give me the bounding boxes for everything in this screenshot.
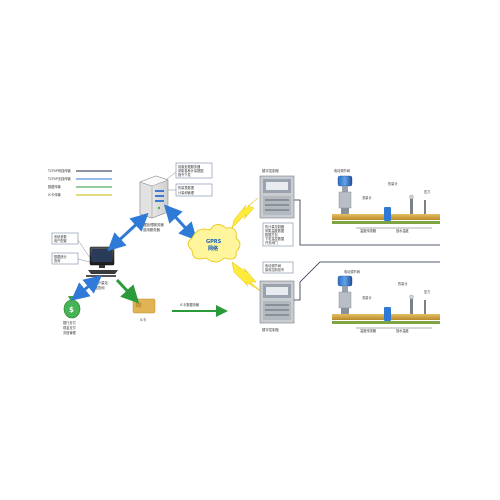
server-group: 前置处理服务器 采集各种计量数据 指令下发 热量表数据 计量和管理 数据处理服务…	[139, 162, 213, 232]
operator-note-2	[51, 252, 79, 265]
legend-item-wired: TCP/IP有线传输	[47, 168, 112, 173]
field-2-label-flow: 流量计	[362, 295, 372, 300]
field-2-top-label: 电动调节阀	[344, 269, 360, 274]
server-note-1-line2: 采集各种计量数据	[178, 168, 204, 173]
operator-group: 系统参数 用户配置 数据统计 查询 管理计量站 数据查询	[51, 232, 118, 290]
legend-item-ic: IC卡传输	[48, 192, 112, 197]
control-valve-icon	[337, 175, 353, 214]
flow-meter-icon	[384, 307, 391, 321]
bank-label-line2: 现金支付	[63, 325, 77, 330]
control-cabinet-icon	[259, 280, 295, 324]
legend-label-wireless: TCP/IP无线传输	[47, 176, 71, 181]
link-cabinet1-field1	[294, 199, 440, 246]
sensor-probe-icon	[410, 298, 413, 314]
money-bag-icon: $	[63, 296, 81, 319]
field-1-label-return: 回水温度	[396, 228, 410, 233]
legend-label-ic: IC卡传输	[48, 192, 62, 197]
operator-note-1	[51, 232, 79, 245]
cabinet-2-note-line1: 电动调节阀	[265, 263, 281, 268]
pipe-return	[332, 321, 440, 324]
operator-note-1-line2: 用户配置	[54, 238, 67, 243]
legend: TCP/IP有线传输 TCP/IP无线传输 数据传输 IC卡传输	[47, 168, 112, 197]
sensor-probe-icon	[410, 198, 413, 214]
cabinet-1-note-line4: 下发温控数据	[265, 236, 285, 241]
cabinet-1-note-line3: 数据打包	[265, 232, 279, 237]
server-note-1-line1: 前置处理服务器	[178, 164, 201, 169]
thermometer-icon	[424, 300, 426, 314]
server-label-line1: 数据处理服务器	[140, 222, 164, 227]
field-1-label-pressure: 压力	[424, 189, 430, 194]
link-cabinet2-field2	[294, 261, 440, 301]
server-icon	[139, 175, 169, 219]
bank-label-line3: 充值管理	[63, 330, 77, 335]
control-cabinet-icon	[259, 175, 295, 219]
legend-label-wired: TCP/IP有线传输	[47, 168, 71, 173]
cabinet-1-note-line2: 采集温度数据	[265, 228, 285, 233]
server-label-line2: 费用服务器	[143, 227, 161, 232]
control-valve-icon	[337, 275, 353, 314]
link-pc-card	[115, 278, 140, 304]
server-note-1	[175, 162, 213, 179]
ic-card-label: IC卡	[140, 317, 147, 322]
bank-group: $ 银行支付 现金支付 充值管理	[63, 296, 81, 335]
operator-note-2-line2: 查询	[54, 258, 60, 263]
legend-label-data: 数据传输	[48, 184, 62, 189]
cabinet-2-title: 楼宇控制柜	[262, 327, 280, 332]
server-note-1-line3: 指令下发	[178, 172, 192, 177]
flow-meter-icon	[384, 207, 391, 221]
cabinet-2-note	[262, 261, 294, 274]
lightning-bolt-icon	[231, 261, 263, 293]
operator-note-1-line1: 系统参数	[54, 234, 68, 239]
field-station-2: 电动调节阀 流量计 热量计 温度传感器 回水温度 压力	[332, 269, 440, 333]
thermometer-icon	[424, 200, 426, 214]
legend-item-wireless: TCP/IP无线传输	[47, 176, 112, 181]
cabinet-1-note-line5: 开关阀门	[265, 240, 278, 245]
server-note-2-line2: 计量和管理	[178, 190, 195, 195]
cabinet-2-note-line2: 接收控制信号	[265, 267, 284, 272]
gprs-cloud: GPRS 网络	[187, 224, 241, 263]
lightning-bolt-icon	[231, 197, 259, 229]
cabinet-2-group: 电动调节阀 接收控制信号 楼宇控制柜	[259, 261, 295, 332]
field-1-label-heat: 热量计	[388, 181, 398, 186]
ic-transfer-label: IC卡数据传输	[180, 302, 200, 307]
field-station-1: 电动调节阀 流量计 热量计 温度传感器 回水温度 压力	[332, 168, 440, 233]
field-1-label-temp: 温度传感器	[360, 228, 377, 233]
field-2-label-heat: 热量计	[398, 281, 408, 286]
bank-label-line1: 银行支付	[63, 320, 77, 325]
svg-text:$: $	[69, 306, 74, 314]
cabinet-1-note	[262, 222, 294, 247]
operator-label-line2: 数据查询	[91, 285, 105, 290]
ic-card-group: IC卡	[132, 298, 156, 322]
operator-note-2-line1: 数据统计	[54, 254, 68, 259]
operator-note-connector-1	[77, 239, 91, 259]
link-server-gprs	[163, 204, 198, 241]
operator-note-connector-2	[77, 258, 91, 263]
field-2-label-temp: 温度传感器	[360, 328, 377, 333]
legend-item-data: 数据传输	[48, 184, 112, 189]
cabinet-1-title: 楼宇控制柜	[262, 168, 280, 173]
cabinet-1-note-line1: 热计量控制器	[265, 224, 285, 229]
computer-icon	[86, 246, 118, 277]
field-2-label-return: 回水温度	[396, 328, 410, 333]
field-1-label-flow: 流量计	[362, 195, 372, 200]
field-1-top-label: 电动调节阀	[334, 168, 350, 173]
server-note-2-line1: 热量表数据	[178, 185, 195, 190]
cabinet-1-group: 楼宇控制柜 热计量控制器 采集温度数据 数据打包 下发温控数据 开关阀门	[259, 168, 295, 247]
pipe-return	[332, 221, 440, 224]
gprs-label-line1: GPRS	[206, 239, 222, 245]
field-2-label-pressure: 压力	[424, 289, 430, 294]
gprs-label-line2: 网络	[208, 245, 218, 252]
link-bank-pc	[71, 275, 102, 301]
link-pc-server	[107, 212, 149, 252]
gprs-cloud-shape	[187, 224, 241, 263]
